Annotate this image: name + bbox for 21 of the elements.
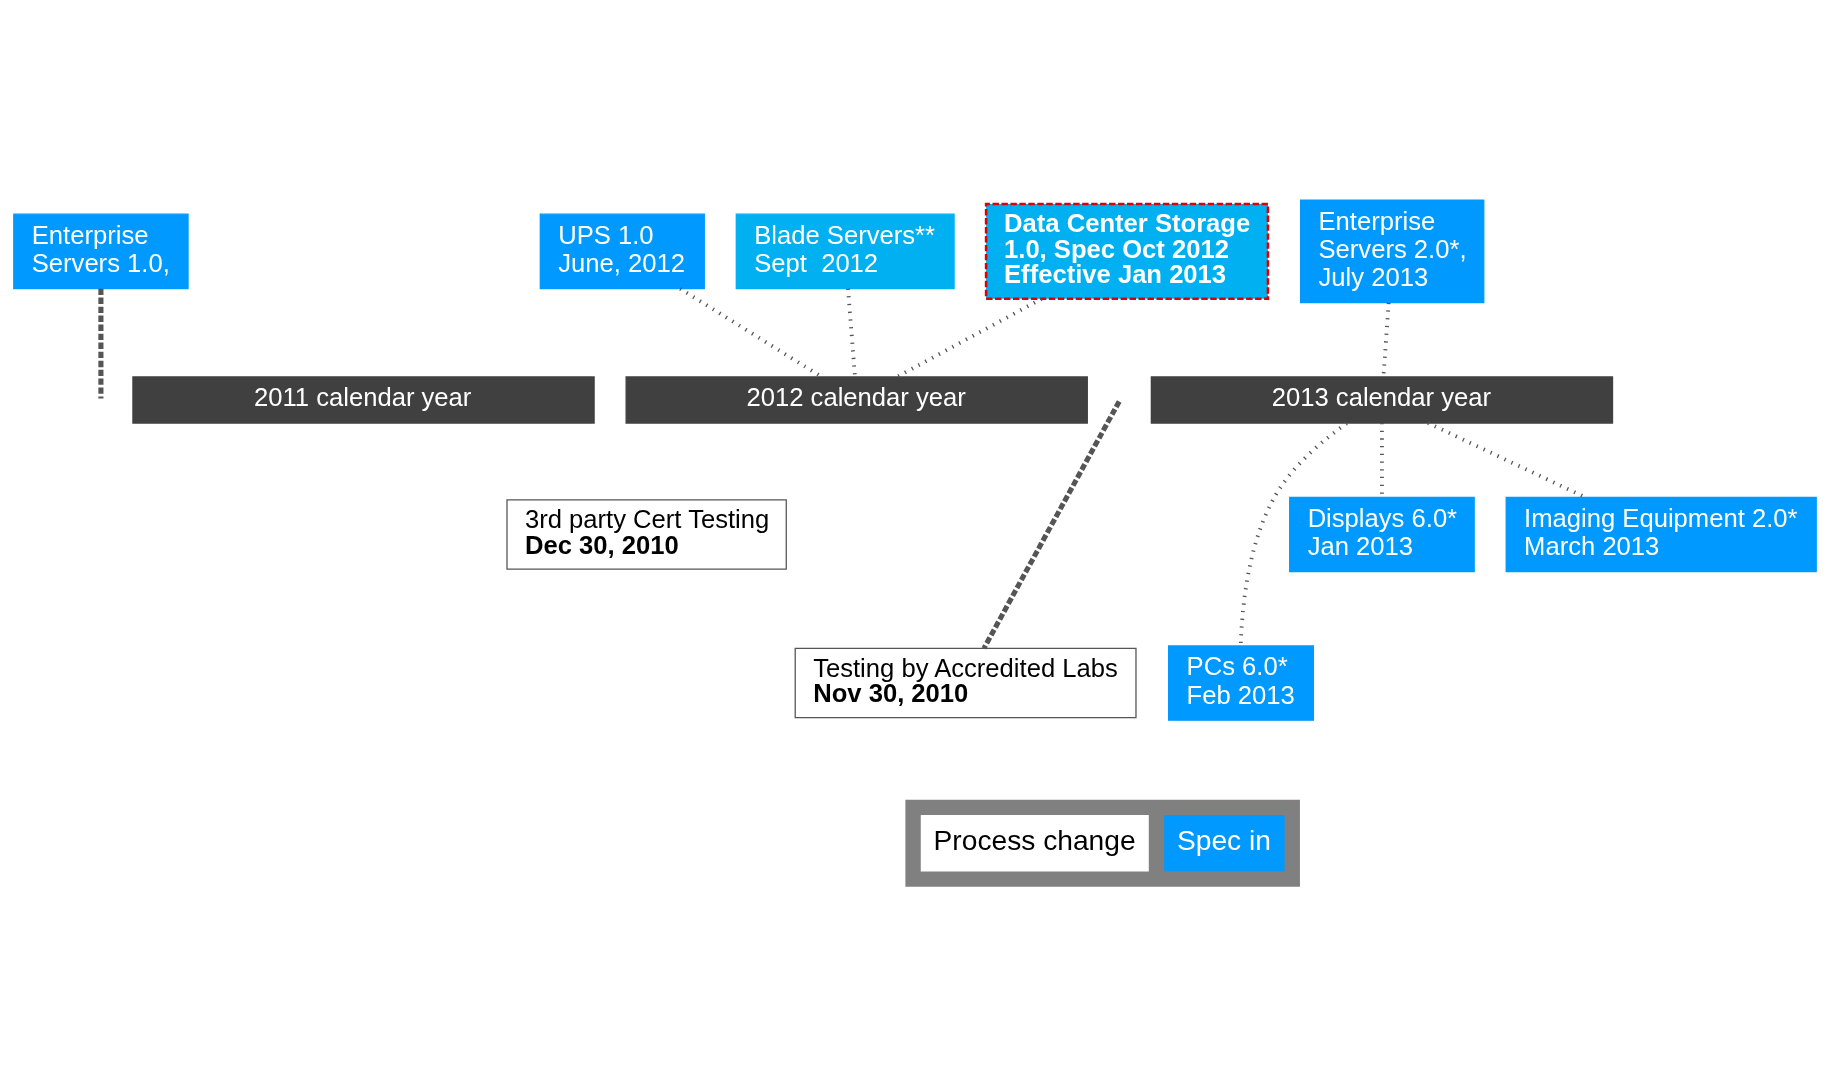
node-box: Enterprise Servers 2.0*, July 2013 <box>1299 199 1485 303</box>
node-box: 2013 calendar year <box>1150 375 1614 424</box>
connector <box>981 399 1122 650</box>
connector <box>1238 421 1348 646</box>
legend-label: Spec in <box>1176 823 1271 856</box>
node-box: 2011 calendar year <box>132 375 595 424</box>
node-box: 3rd party Cert Testing Dec 30, 2010 <box>506 498 787 570</box>
node-box: UPS 1.0 June, 2012 <box>539 213 705 289</box>
connector <box>846 288 857 377</box>
node-box: Testing by Accredited Labs Nov 30, 2010 <box>794 647 1137 718</box>
node-box: PCs 6.0* Feb 2013 <box>1168 644 1315 721</box>
legend-label: Process change <box>933 823 1136 856</box>
node-box: Blade Servers** Sept 2012 <box>735 213 955 289</box>
node-box: Imaging Equipment 2.0* March 2013 <box>1505 496 1817 572</box>
node-box: 2012 calendar year <box>625 375 1088 424</box>
connector <box>1427 420 1586 499</box>
connector <box>896 296 1043 378</box>
node-box: Data Center Storage 1.0, Spec Oct 2012 Effective Jan 2013 <box>984 202 1270 300</box>
connector <box>98 288 104 398</box>
node-box: Enterprise Servers 1.0, <box>13 213 189 289</box>
node-box: Displays 6.0* Jan 2013 <box>1289 496 1475 572</box>
